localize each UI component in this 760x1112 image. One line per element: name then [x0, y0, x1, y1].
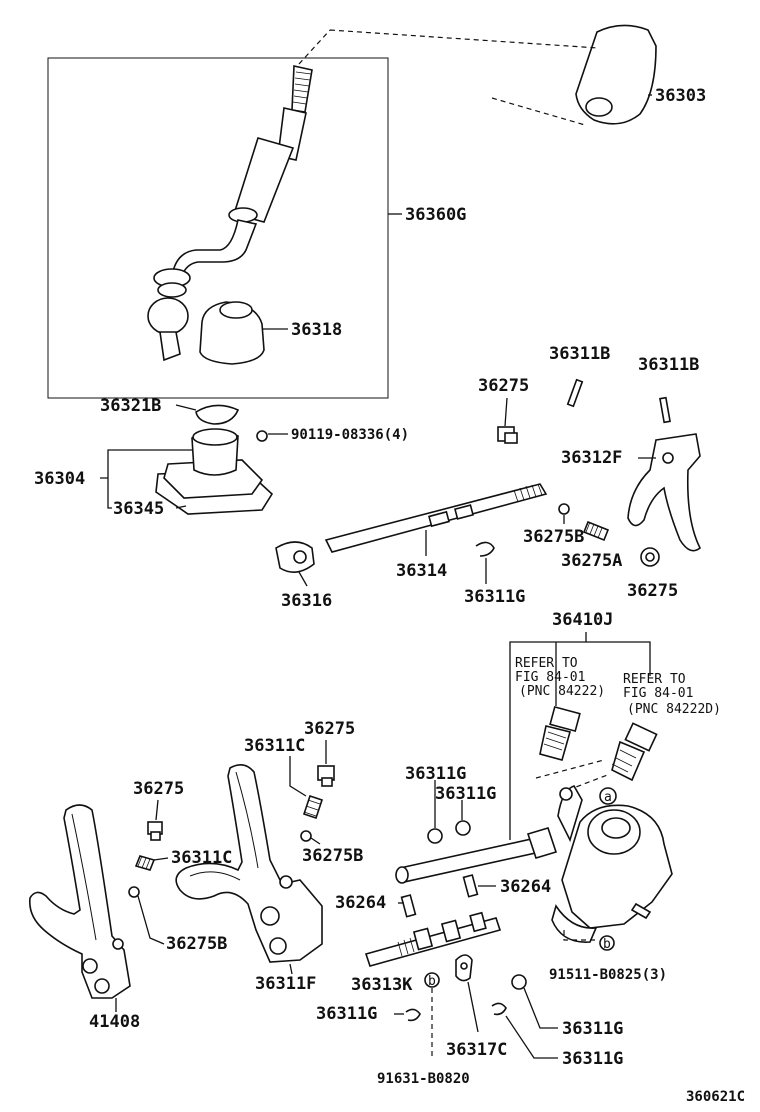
- lever-boot: [199, 301, 265, 365]
- ball-top: [558, 503, 570, 515]
- shift-housing: [551, 785, 673, 943]
- label-ring-top: 36311G: [464, 587, 525, 607]
- lever-assembly-box: [47, 57, 389, 399]
- label-spring-top: 36275A: [561, 551, 622, 571]
- label-bolt-set: 90119-08336(4): [291, 427, 409, 443]
- label-fork-left: 41408: [89, 1012, 140, 1032]
- label-shaft-head: 36316: [281, 591, 332, 611]
- label-ring-b: 36311G: [435, 784, 496, 804]
- label-spring-mid: 36311C: [244, 736, 305, 756]
- label-interlock: 36317C: [446, 1040, 507, 1060]
- label-shift-lever: 36360G: [405, 205, 466, 225]
- shift-lever: [147, 65, 313, 362]
- ring-low-r1: [511, 974, 527, 990]
- refer-left-line2: FIG 84-01: [515, 670, 585, 685]
- ball-mid: [300, 830, 312, 842]
- marker-b-low-text: b: [428, 974, 436, 989]
- label-ring-low-r2: 36311G: [562, 1049, 623, 1069]
- retainer: [155, 428, 274, 515]
- fork-top: [627, 433, 702, 552]
- label-ring-a: 36311G: [405, 764, 466, 784]
- label-plug-mid: 36275: [304, 719, 355, 739]
- ring-top: [475, 541, 495, 557]
- label-ring-low-left: 36311G: [316, 1004, 377, 1024]
- label-retainer: 36304: [34, 469, 85, 489]
- switch-right: [611, 722, 658, 782]
- marker-a-right: a: [604, 790, 612, 805]
- plug-top: [497, 426, 518, 444]
- knob-dashed-line: [298, 29, 599, 126]
- label-ring-low-r1: 36311G: [562, 1019, 623, 1039]
- pin-top-b: [659, 396, 671, 424]
- label-pin-top-b: 36311B: [638, 355, 699, 375]
- refer-left-line1: REFER TO: [515, 656, 578, 671]
- label-pin-b: 36264: [335, 893, 386, 913]
- ball-left: [128, 886, 140, 898]
- label-spring-left: 36311C: [171, 848, 232, 868]
- label-snap-ring: 36321B: [100, 396, 161, 416]
- refer-right-line2: FIG 84-01: [623, 686, 693, 701]
- snap-ring: [195, 404, 240, 425]
- spring-left: [134, 855, 156, 871]
- label-pin-a: 36264: [500, 877, 551, 897]
- label-bolt-right: 91511-B0825(3): [549, 967, 667, 983]
- label-lever-boot: 36318: [291, 320, 342, 340]
- ring-a: [427, 828, 443, 844]
- label-ball-top: 36275B: [523, 527, 584, 547]
- shaft-long: [324, 483, 548, 553]
- switch-left: [539, 705, 581, 761]
- marker-b-right-text: b: [603, 937, 611, 952]
- label-fork-mid: 36311F: [255, 974, 316, 994]
- ring-low-r2: [491, 1002, 507, 1016]
- shaft-head: [275, 541, 315, 573]
- label-shift-knob: 36303: [655, 86, 706, 106]
- plug-left: [147, 821, 163, 841]
- label-gasket: 36345: [113, 499, 164, 519]
- pin-a: [462, 874, 479, 898]
- refer-right-line1: REFER TO: [623, 672, 686, 687]
- pin-b: [400, 894, 417, 918]
- shift-knob: [575, 24, 657, 125]
- label-bolt-low: 91631-B0820: [377, 1071, 470, 1087]
- pin-top-a: [566, 378, 584, 408]
- spring-mid: [302, 794, 324, 820]
- plug-mid: [317, 765, 335, 787]
- refer-right-line3: (PNC 84222D): [627, 702, 721, 717]
- plug-top-right: [640, 547, 660, 567]
- label-pin-top-a: 36311B: [549, 344, 610, 364]
- fork-left: [28, 804, 131, 999]
- refer-left-line3: (PNC 84222): [519, 684, 605, 699]
- label-shaft-low: 36313K: [351, 975, 413, 995]
- label-ball-left: 36275B: [166, 934, 227, 954]
- label-plug-top-right: 36275: [627, 581, 678, 601]
- marker-b-low: [424, 972, 440, 988]
- label-switch-group: 36410J: [552, 610, 613, 630]
- label-fork-top: 36312F: [561, 448, 622, 468]
- shaft-low: [364, 911, 502, 967]
- label-shaft-long: 36314: [396, 561, 447, 581]
- label-plug-left: 36275: [133, 779, 184, 799]
- label-ball-mid: 36275B: [302, 846, 363, 866]
- ring-b: [455, 820, 471, 836]
- image-code: 360621C: [686, 1089, 745, 1105]
- ring-low-left: [405, 1008, 421, 1022]
- label-plug-top: 36275: [478, 376, 529, 396]
- marker-b-right: [599, 935, 615, 951]
- fork-mid: [175, 764, 323, 963]
